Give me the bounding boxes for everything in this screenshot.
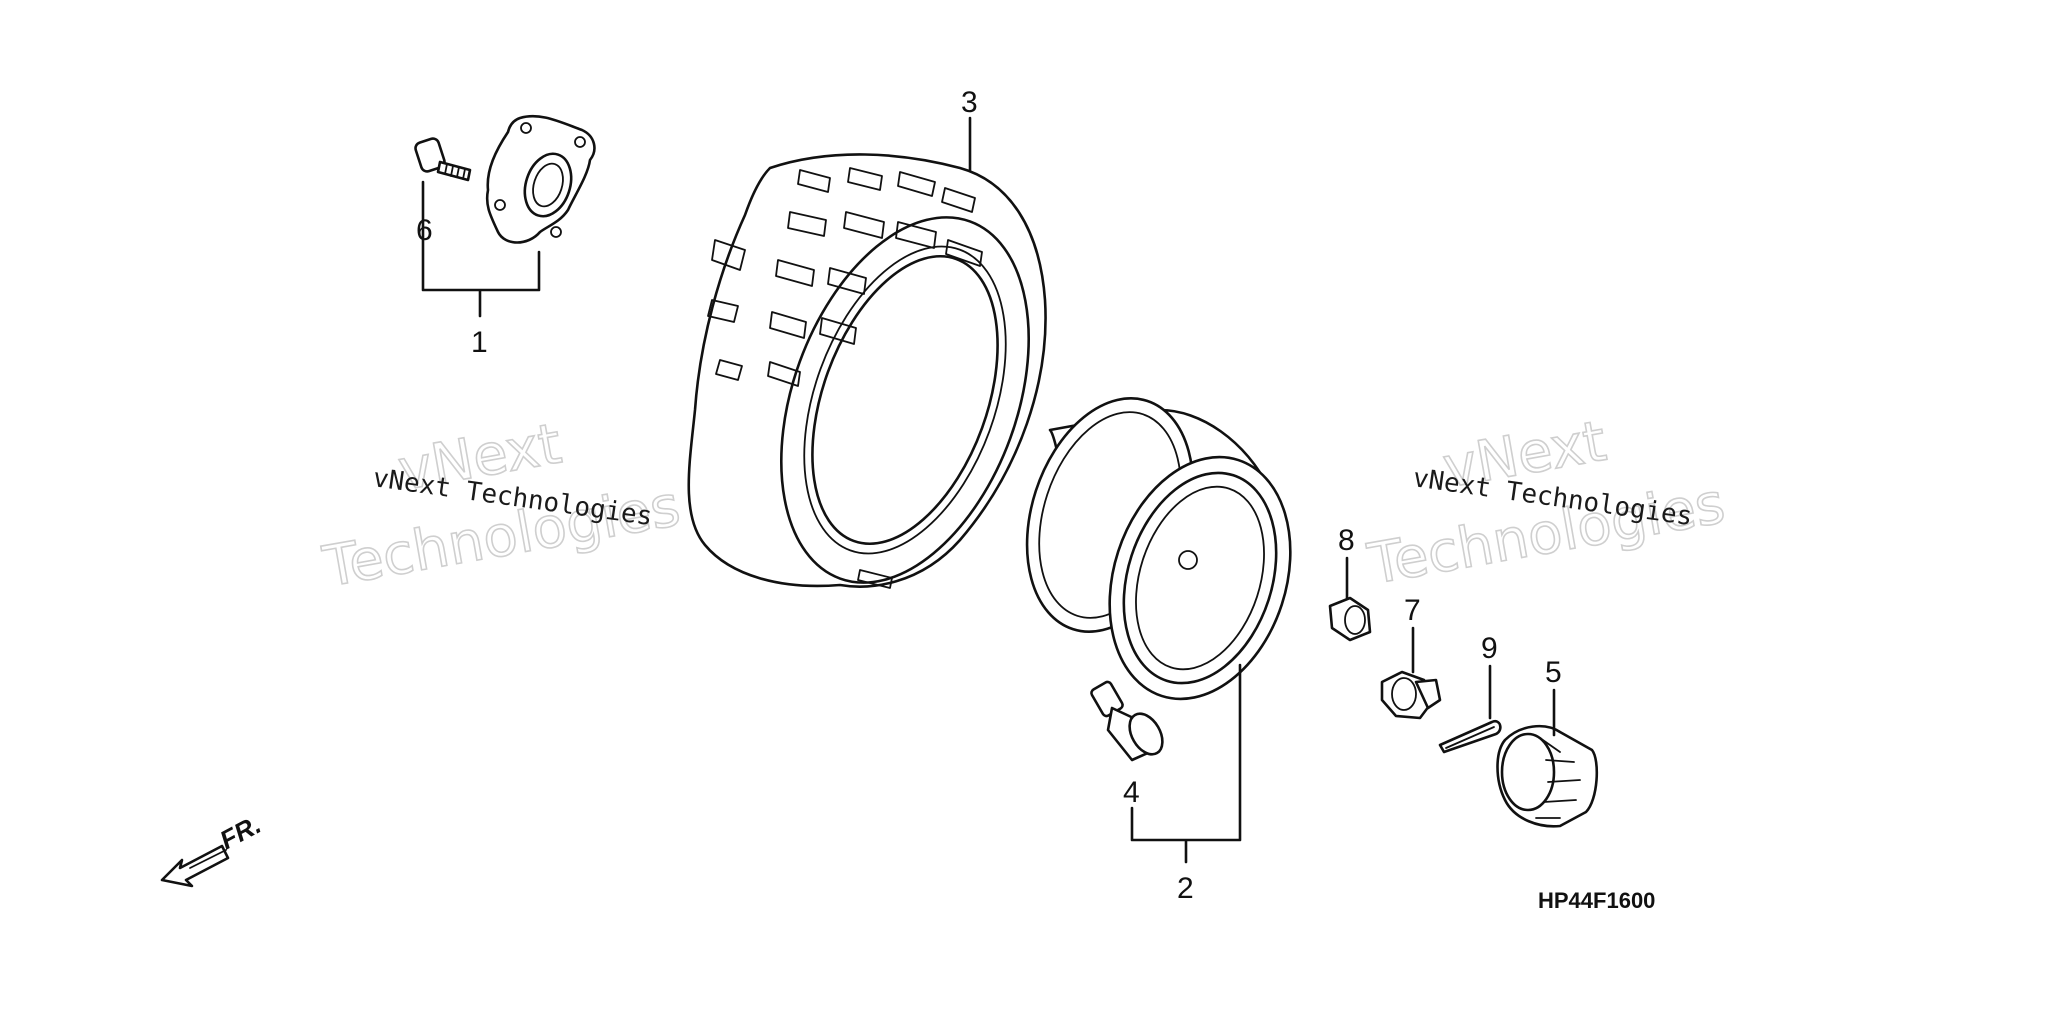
stud-bolt-icon <box>414 137 472 182</box>
callout-3: 3 <box>961 86 978 119</box>
callout-7: 7 <box>1404 594 1421 627</box>
hub-icon <box>485 114 596 244</box>
callout-1: 1 <box>471 326 488 359</box>
front-arrow-icon <box>160 844 230 888</box>
tire-icon <box>687 153 1047 589</box>
callout-2: 2 <box>1177 872 1194 905</box>
callout-8: 8 <box>1338 524 1355 557</box>
diagram-code: HP44F1600 <box>1538 888 1655 913</box>
cap-icon <box>1496 724 1599 828</box>
callout-9: 9 <box>1481 632 1498 665</box>
callout-4: 4 <box>1123 776 1140 809</box>
nut-icon <box>1328 596 1372 642</box>
valve-stem-icon <box>1090 680 1164 762</box>
cotter-pin-icon <box>1438 719 1502 754</box>
rim-icon <box>1025 397 1292 701</box>
leader-1 <box>421 180 541 318</box>
leader-2 <box>1130 663 1242 864</box>
callout-5: 5 <box>1545 656 1562 689</box>
castle-nut-icon <box>1380 670 1442 720</box>
tire-tread <box>707 167 983 589</box>
callout-6: 6 <box>416 214 433 247</box>
